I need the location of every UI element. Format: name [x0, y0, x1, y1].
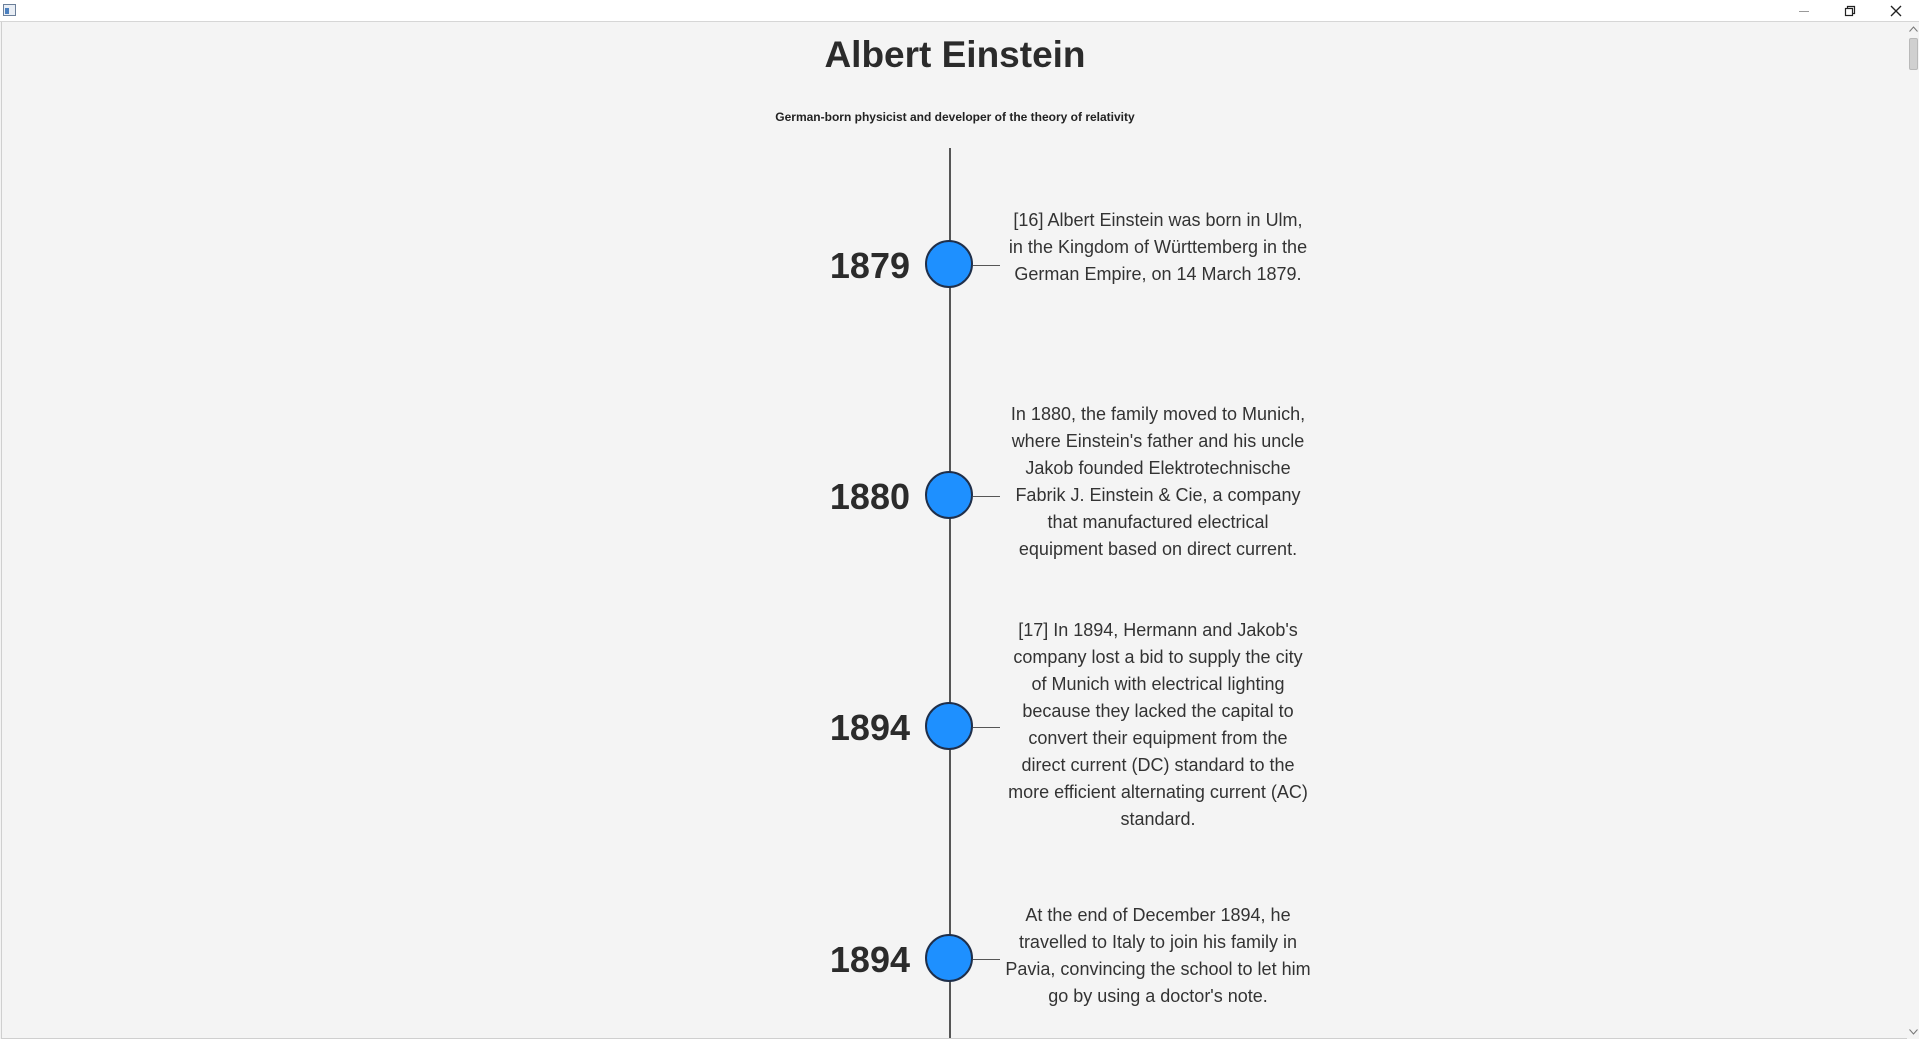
app-icon[interactable]: [3, 4, 16, 16]
event-description: At the end of December 1894, he travelle…: [1005, 905, 1311, 1006]
event-year: 1894: [829, 939, 910, 980]
minimize-icon: [1799, 11, 1809, 12]
timeline-axis: [949, 148, 951, 1038]
event-marker: [925, 471, 973, 519]
event-description: In 1880, the family moved to Munich, whe…: [1010, 404, 1306, 559]
restore-button[interactable]: [1827, 0, 1873, 22]
chevron-down-icon: [1908, 1029, 1918, 1035]
scroll-up-button[interactable]: [1907, 22, 1919, 36]
chevron-up-icon: [1908, 26, 1918, 32]
event-connector: [973, 959, 1000, 960]
scroll-thumb[interactable]: [1909, 38, 1918, 70]
page-title: Albert Einstein: [824, 34, 1086, 75]
minimize-button[interactable]: [1781, 0, 1827, 22]
event-year: 1880: [829, 476, 910, 517]
event-description: [17] In 1894, Hermann and Jakob's compan…: [1008, 620, 1308, 829]
page-subtitle: German-born physicist and developer of t…: [775, 110, 1135, 124]
scroll-down-button[interactable]: [1907, 1025, 1919, 1039]
vertical-scrollbar[interactable]: [1907, 22, 1919, 1039]
restore-icon: [1844, 5, 1856, 17]
event-connector: [973, 265, 1000, 266]
content-area[interactable]: Albert Einstein German-born physicist an…: [1, 22, 1907, 1039]
event-marker: [925, 702, 973, 750]
event-marker: [925, 934, 973, 982]
close-button[interactable]: [1873, 0, 1919, 22]
event-connector: [973, 496, 1000, 497]
event-description: [16] Albert Einstein was born in Ulm, in…: [1008, 210, 1308, 284]
event-year: 1894: [829, 707, 910, 748]
event-connector: [973, 727, 1000, 728]
title-bar[interactable]: [0, 0, 1919, 22]
event-marker: [925, 240, 973, 288]
event-year: 1879: [829, 245, 910, 286]
close-icon: [1890, 5, 1902, 17]
